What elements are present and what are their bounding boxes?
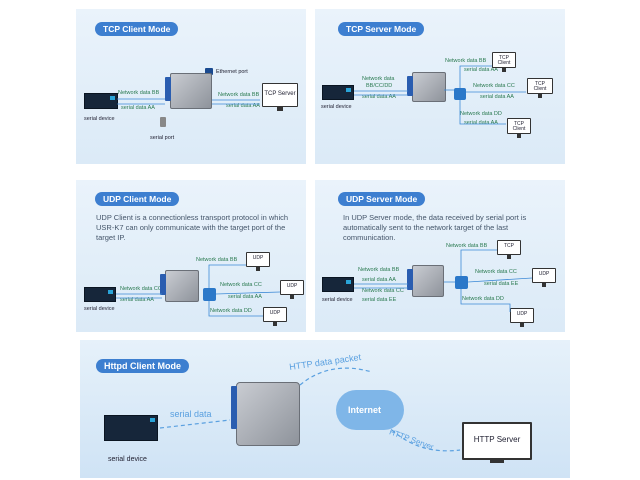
tcp-client-monitor-3: TCP Client bbox=[507, 118, 531, 138]
udp-client-sd-aa-left: serial data AA bbox=[120, 297, 154, 303]
udp-client-serial-device-label: serial device bbox=[84, 306, 115, 312]
udp-server-title: UDP Server Mode bbox=[338, 192, 426, 206]
udp-server-sd-aa: serial data AA bbox=[362, 277, 396, 283]
udp-server-udp-monitor-2: UDP bbox=[510, 308, 534, 327]
udp-server-nd-bb-left: Network data BB bbox=[358, 267, 400, 273]
httpd-serial-device-icon bbox=[104, 415, 158, 441]
tcp-client-nd-bb-right: Network data BB bbox=[218, 92, 260, 98]
tcp-client-module bbox=[165, 73, 212, 109]
http-server-label: HTTP Server bbox=[473, 435, 521, 444]
tcp-client-nd-bb-left: Network data BB bbox=[118, 90, 160, 96]
httpd-internet-label: Internet bbox=[348, 405, 382, 415]
tcp-server-sd-aa1: serial data AA bbox=[464, 67, 498, 73]
udp-monitor-2: UDP bbox=[280, 280, 304, 299]
serial-device-icon bbox=[84, 93, 118, 109]
udp-server-nd-cc: Network data CC bbox=[475, 269, 517, 275]
serial-device-label: serial device bbox=[84, 116, 115, 122]
tcp-server-sd-aa3: serial data AA bbox=[464, 120, 498, 126]
ethernet-port-icon bbox=[205, 68, 213, 75]
udp-client-serial-device-icon bbox=[84, 287, 116, 302]
tcp-server-monitor: TCP Server bbox=[262, 83, 298, 111]
tcp-client-monitor-1: TCP Client bbox=[492, 52, 516, 72]
httpd-client-title: Httpd Client Mode bbox=[96, 359, 189, 373]
udp-server-serial-device-label: serial device bbox=[322, 297, 353, 303]
serial-port-label: serial port bbox=[150, 135, 175, 141]
tcp-server-nd-bb: Network data BB bbox=[445, 58, 487, 64]
udp-server-module bbox=[407, 265, 444, 297]
httpd-serial-device-label: serial device bbox=[108, 456, 147, 463]
tcp-server-title: TCP Server Mode bbox=[338, 22, 425, 36]
tcp-client-monitor-2: TCP Client bbox=[527, 78, 553, 98]
httpd-module bbox=[231, 382, 300, 446]
udp-client-module bbox=[160, 270, 199, 302]
internet-cloud-icon bbox=[336, 390, 404, 430]
udp-server-tcp-monitor: TCP bbox=[497, 240, 521, 259]
udp-client-title: UDP Client Mode bbox=[95, 192, 180, 206]
udp-monitor-3: UDP bbox=[263, 307, 287, 326]
tcp-server-switch-icon bbox=[454, 88, 466, 100]
tcp-server-nd-codes: BB/CC/DD bbox=[366, 83, 393, 89]
udp-client-description: UDP Client is a connectionless transport… bbox=[96, 213, 289, 242]
tcp-server-sd-aa-left: serial data AA bbox=[362, 94, 396, 100]
http-server-monitor: HTTP Server bbox=[462, 422, 532, 463]
udp-server-description: In UDP Server mode, the data received by… bbox=[343, 213, 527, 242]
udp-client-nd-cc-left: Network data CC bbox=[120, 286, 162, 292]
serial-port-icon bbox=[160, 117, 166, 127]
tcp-server-sd-aa2: serial data AA bbox=[480, 94, 514, 100]
tcp-client-sd-aa-left: serial data AA bbox=[121, 105, 155, 111]
tcp-server-nd-cc: Network data CC bbox=[473, 83, 515, 89]
udp-server-nd-cc-left: Network data CC bbox=[362, 288, 404, 294]
tcp-server-module bbox=[407, 72, 446, 102]
ethernet-port-label: Ethernet port bbox=[216, 69, 248, 75]
udp-client-switch-icon bbox=[203, 288, 216, 301]
tcp-server-serial-device-label: serial device bbox=[321, 104, 352, 110]
tcp-client-title: TCP Client Mode bbox=[95, 22, 179, 36]
udp-server-udp-monitor-1: UDP bbox=[532, 268, 556, 287]
udp-server-sd-ee-left: serial data EE bbox=[362, 297, 397, 303]
tcp-server-nd-dd: Network data DD bbox=[460, 111, 502, 117]
tcp-server-serial-device-icon bbox=[322, 85, 354, 100]
tcp-server-label: TCP Server bbox=[264, 91, 296, 97]
tcp-server-nd-left: Network data bbox=[362, 76, 395, 82]
udp-server-switch-icon bbox=[455, 276, 468, 289]
udp-client-nd-dd: Network data DD bbox=[210, 308, 252, 314]
tcp-client-sd-aa-right: serial data AA bbox=[226, 103, 260, 109]
udp-server-nd-bb: Network data BB bbox=[446, 243, 488, 249]
udp-client-nd-cc: Network data CC bbox=[220, 282, 262, 288]
udp-server-serial-device-icon bbox=[322, 277, 354, 292]
udp-server-sd-ee: serial data EE bbox=[484, 281, 519, 287]
udp-server-nd-dd: Network data DD bbox=[462, 296, 504, 302]
udp-client-nd-bb: Network data BB bbox=[196, 257, 238, 263]
httpd-serial-data: serial data bbox=[170, 409, 212, 419]
udp-client-sd-aa: serial data AA bbox=[228, 294, 262, 300]
udp-monitor-1: UDP bbox=[246, 252, 270, 271]
